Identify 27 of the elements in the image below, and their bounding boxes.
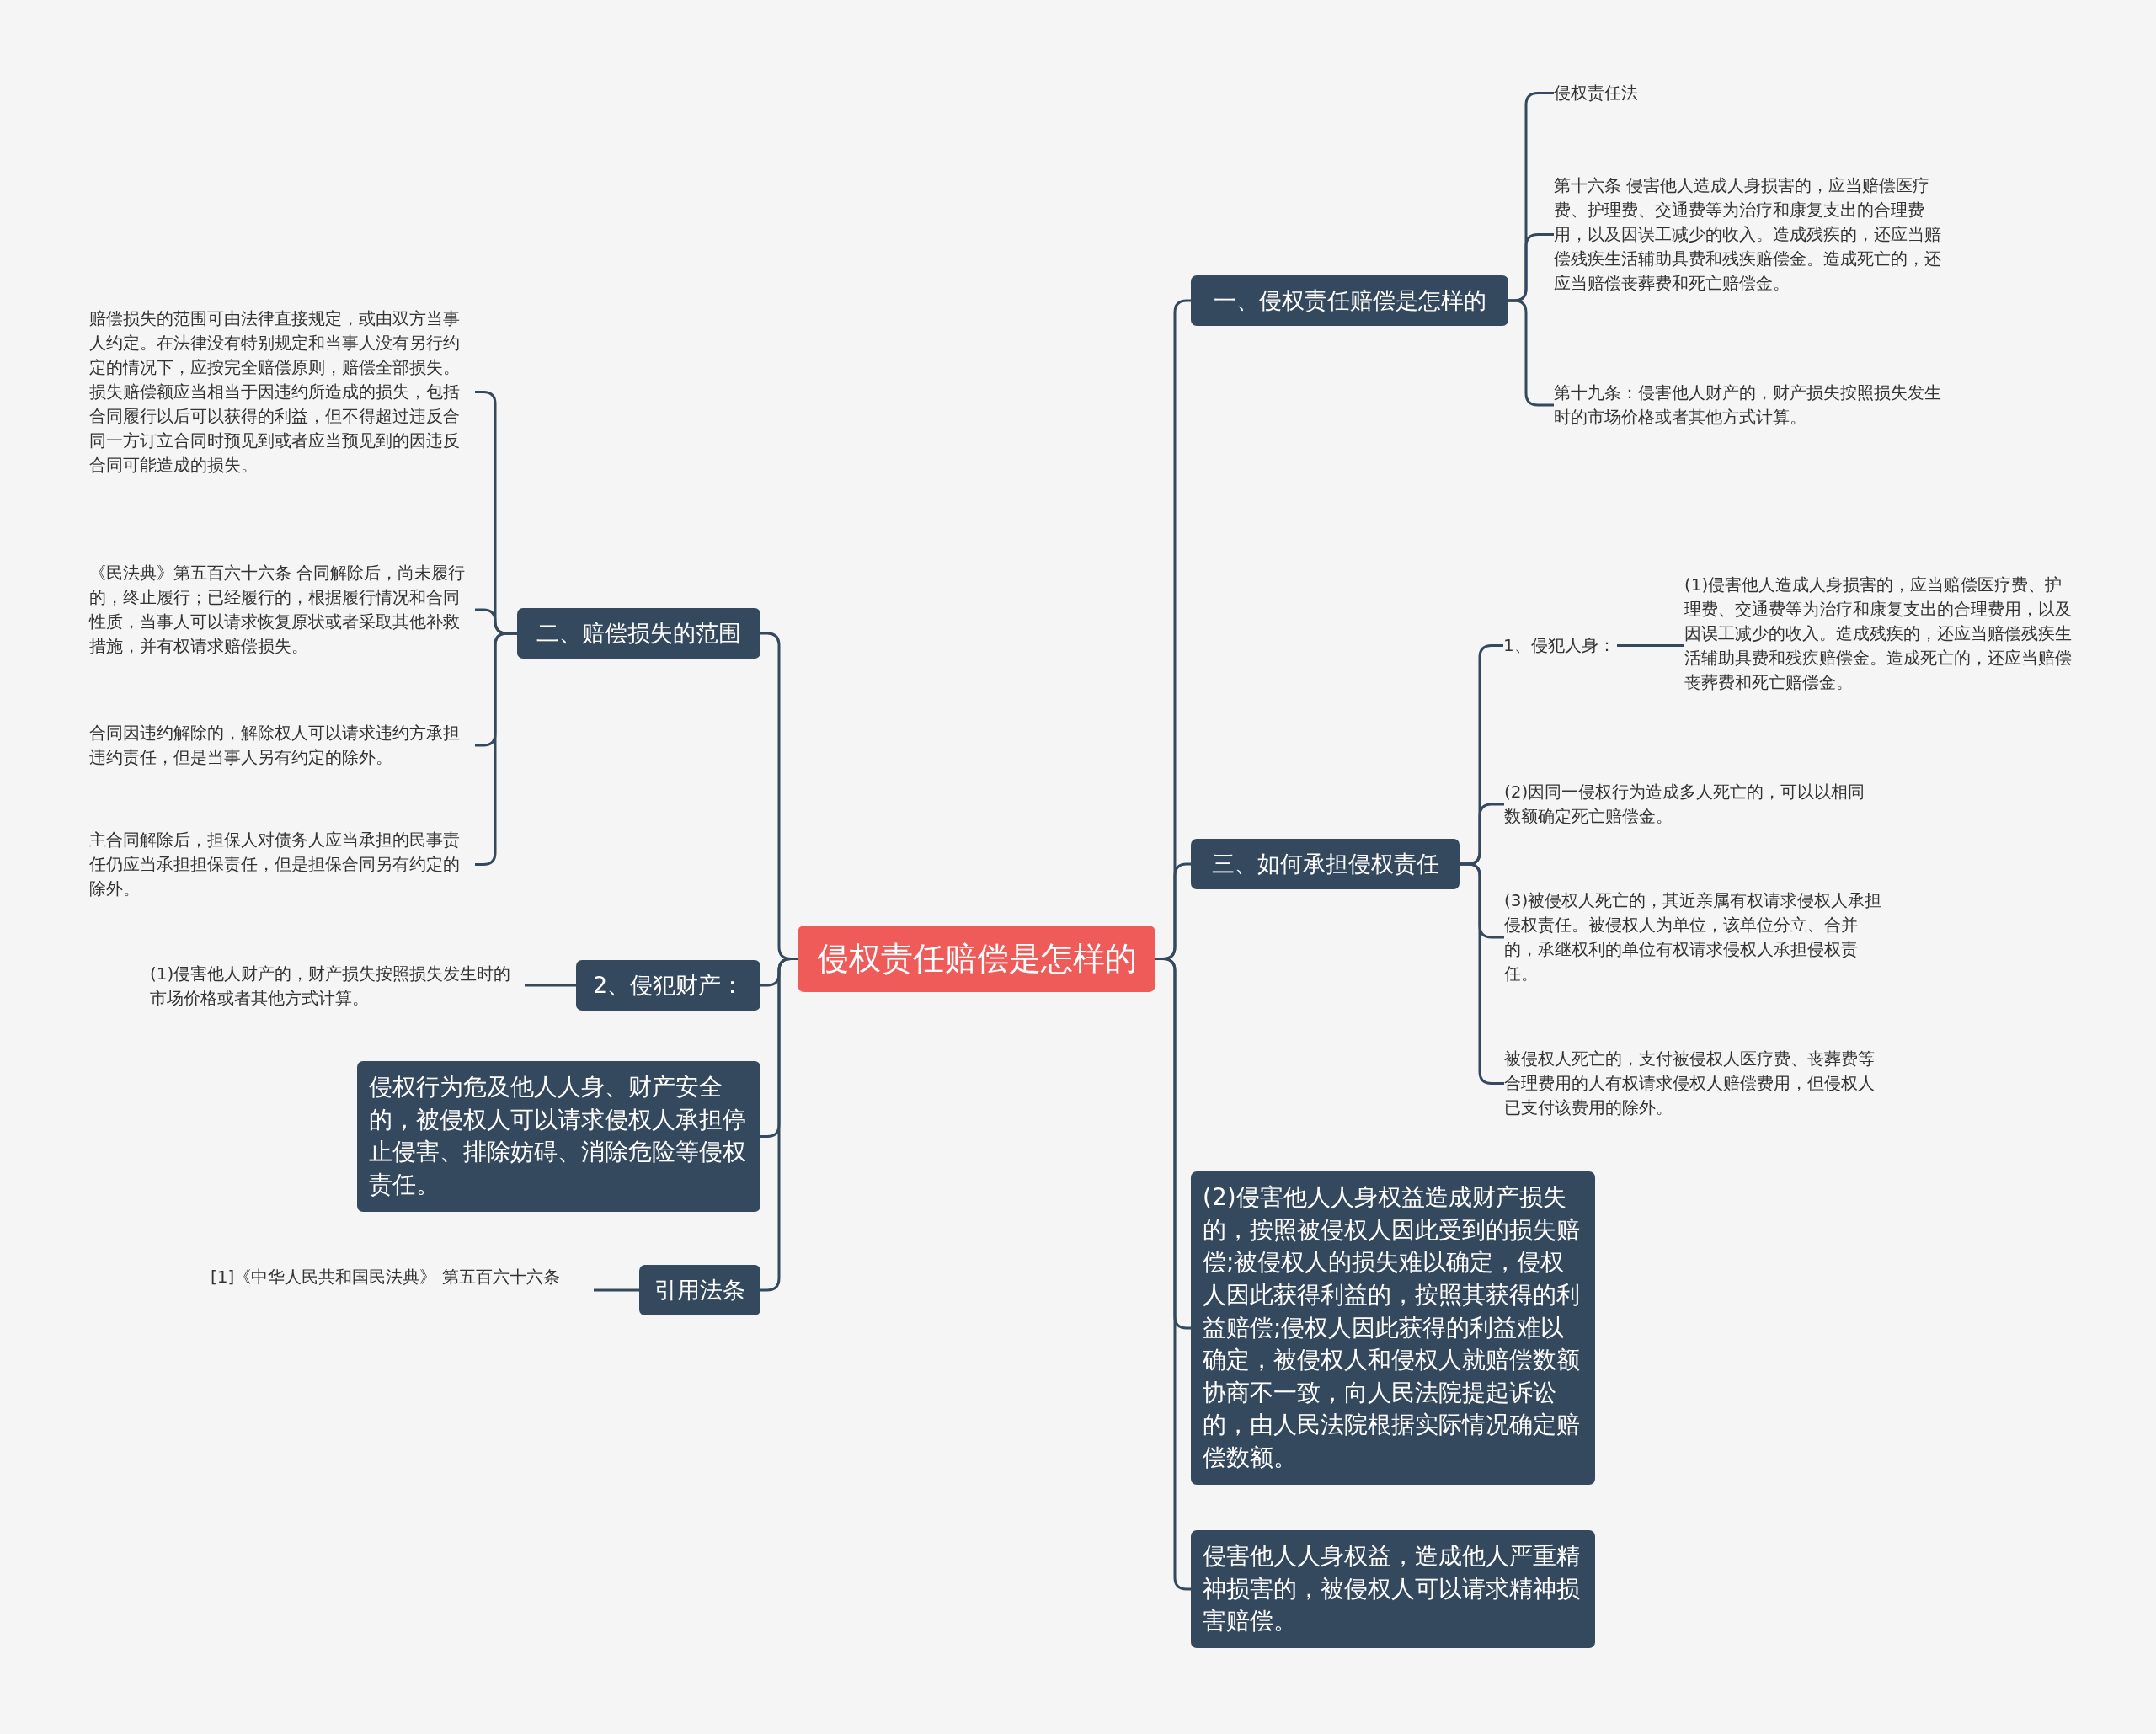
note-box: (2)侵害他人人身权益造成财产损失的，按照被侵权人因此受到的损失赔偿;被侵权人的损失难以确定，侵权人因此获得利益的，按照其获得的利益赔偿;侵权人因此获得的利益难以确定，被侵权人和侵权人就赔偿数额协商不一致，向人民法院提起诉讼的，由人民法院根据实际情况确定赔偿数额。 [1191, 1171, 1595, 1485]
note-box: 侵害他人人身权益，造成他人严重精神损害的，被侵权人可以请求精神损害赔偿。 [1191, 1530, 1595, 1648]
topic-box: 一、侵权责任赔偿是怎样的 [1191, 275, 1508, 326]
note-text: 被侵权人死亡的，支付被侵权人医疗费、丧葬费等合理费用的人有权请求侵权人赔偿费用，但侵权人已支付该费用的除外。 [1504, 1047, 1887, 1120]
connector-line [1617, 644, 1684, 647]
note-text: 1、侵犯人身： [1503, 633, 1617, 658]
topic-box: 二、赔偿损失的范围 [517, 608, 760, 659]
note-text: 侵权责任法 [1554, 81, 1806, 105]
topic-box: 引用法条 [639, 1265, 760, 1315]
root-topic-box: 侵权责任赔偿是怎样的 [798, 926, 1155, 992]
note-text: 赔偿损失的范围可由法律直接规定，或由双方当事人约定。在法律没有特别规定和当事人没有另行约定的情况下，应按完全赔偿原则，赔偿全部损失。损失赔偿额应当相当于因违约所造成的损失，包括合同履行以后可以获得的利益，但不得超过违反合同一方订立合同时预见到或者应当预见到的因违反合同可能造成的损失。 [89, 307, 475, 478]
topic-box: 三、如何承担侵权责任 [1191, 839, 1460, 889]
note-text: [1]《中华人民共和国民法典》 第五百六十六条 [211, 1265, 594, 1289]
note-text: (3)被侵权人死亡的，其近亲属有权请求侵权人承担侵权责任。被侵权人为单位，该单位分立、合并的，承继权利的单位有权请求侵权人承担侵权责任。 [1504, 888, 1887, 986]
note-text: 第十六条 侵害他人造成人身损害的，应当赔偿医疗费、护理费、交通费等为治疗和康复支出的合理费用，以及因误工减少的收入。造成残疾的，还应当赔偿残疾生活辅助具费和残疾赔偿金。造成死亡的，还应当赔偿丧葬费和死亡赔偿金。 [1554, 173, 1943, 296]
note-text: 第十九条：侵害他人财产的，财产损失按照损失发生时的市场价格或者其他方式计算。 [1554, 381, 1943, 429]
note-text: (2)因同一侵权行为造成多人死亡的，可以以相同数额确定死亡赔偿金。 [1504, 780, 1879, 829]
note-text: 主合同解除后，担保人对债务人应当承担的民事责任仍应当承担担保责任，但是担保合同另有约定的除外。 [89, 828, 475, 901]
note-text: (1)侵害他人财产的，财产损失按照损失发生时的市场价格或者其他方式计算。 [150, 962, 525, 1011]
note-text: 《民法典》第五百六十六条 合同解除后，尚未履行的，终止履行；已经履行的，根据履行情况和合同性质，当事人可以请求恢复原状或者采取其他补救措施，并有权请求赔偿损失。 [89, 561, 475, 659]
note-text: (1)侵害他人造成人身损害的，应当赔偿医疗费、护理费、交通费等为治疗和康复支出的合理费用，以及因误工减少的收入。造成残疾的，还应当赔偿残疾生活辅助具费和残疾赔偿金。造成死亡的，还应当赔偿丧葬费和死亡赔偿金。 [1684, 573, 2072, 695]
note-text: 合同因违约解除的，解除权人可以请求违约方承担违约责任，但是当事人另有约定的除外。 [89, 721, 475, 770]
topic-box: 2、侵犯财产： [576, 960, 760, 1011]
connector-line [594, 1288, 639, 1292]
connector-line [760, 958, 798, 1292]
note-box: 侵权行为危及他人人身、财产安全的，被侵权人可以请求侵权人承担停止侵害、排除妨碍、消除危险等侵权责任。 [357, 1061, 760, 1212]
connector-line [525, 984, 576, 987]
